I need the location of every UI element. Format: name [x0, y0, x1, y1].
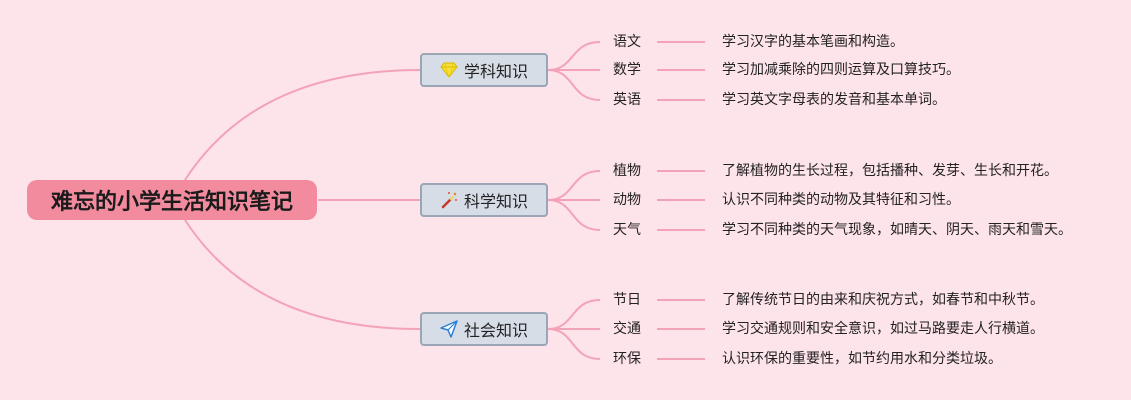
link-branch-3-leaf-1	[547, 299, 601, 330]
leaf-label[interactable]: 植物	[613, 163, 641, 179]
leaf-description[interactable]: 认识不同种类的动物及其特征和习性。	[722, 192, 960, 208]
gem-icon	[440, 61, 458, 79]
leaf-label[interactable]: 交通	[613, 321, 641, 337]
link-branch-1-leaf-1	[547, 41, 601, 71]
root-title: 难忘的小学生活知识笔记	[50, 190, 293, 215]
branch-science-knowledge[interactable]: 科学知识	[420, 183, 548, 217]
root-topic[interactable]: 难忘的小学生活知识笔记	[27, 180, 317, 220]
leaf-description[interactable]: 学习英文字母表的发音和基本单词。	[722, 92, 946, 108]
branch-label: 社会知识	[463, 321, 528, 340]
leaf-label[interactable]: 环保	[613, 351, 641, 367]
leaf-label[interactable]: 天气	[613, 222, 641, 238]
leaf-label[interactable]: 数学	[613, 62, 641, 78]
link-branch-2-leaf-1	[547, 170, 601, 201]
leaf-description[interactable]: 学习汉字的基本笔画和构造。	[722, 34, 904, 50]
leaf-description[interactable]: 认识环保的重要性，如节约用水和分类垃圾。	[722, 351, 1002, 367]
leaf-description[interactable]: 学习交通规则和安全意识，如过马路要走人行横道。	[722, 321, 1044, 337]
leaf-description[interactable]: 学习不同种类的天气现象，如晴天、阴天、雨天和雪天。	[722, 222, 1072, 238]
leaf-description[interactable]: 学习加减乘除的四则运算及口算技巧。	[722, 62, 960, 78]
branch-label: 学科知识	[463, 62, 528, 81]
leaf-label[interactable]: 节日	[613, 292, 641, 308]
leaf-description[interactable]: 了解植物的生长过程，包括播种、发芽、生长和开花。	[722, 163, 1058, 179]
link-root-branch-1	[184, 69, 421, 181]
link-branch-3-leaf-3	[547, 328, 601, 360]
branch-subject-knowledge[interactable]: 学科知识	[420, 53, 548, 87]
branch-label: 科学知识	[463, 192, 528, 211]
leaf-label[interactable]: 英语	[613, 92, 641, 108]
paper-plane-icon	[440, 320, 458, 338]
leaf-label[interactable]: 语文	[613, 34, 641, 50]
link-root-branch-3	[184, 219, 421, 330]
branch-social-knowledge[interactable]: 社会知识	[420, 312, 548, 346]
leaf-label[interactable]: 动物	[613, 192, 641, 208]
link-branch-2-leaf-3	[547, 199, 601, 231]
link-branch-1-leaf-3	[547, 69, 601, 101]
leaf-description[interactable]: 了解传统节日的由来和庆祝方式，如春节和中秋节。	[722, 292, 1044, 308]
magic-wand-icon	[440, 191, 458, 209]
